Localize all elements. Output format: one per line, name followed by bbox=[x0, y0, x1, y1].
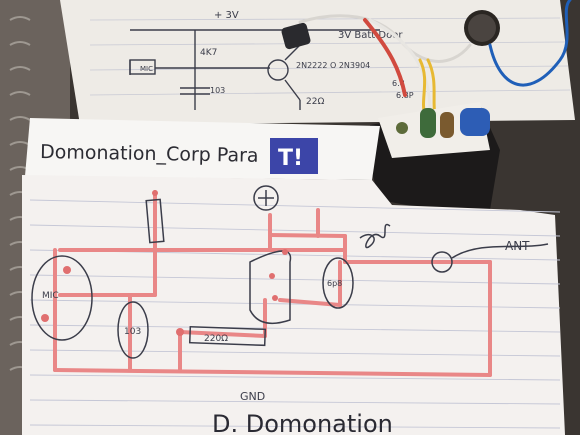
resistor-vertical-outline bbox=[145, 198, 165, 244]
signature: D. Domonation bbox=[212, 410, 393, 435]
top-sketch-circuit bbox=[129, 29, 380, 110]
green-component bbox=[420, 108, 436, 138]
small-component bbox=[396, 122, 408, 134]
cap-right-outline bbox=[322, 257, 354, 309]
capacitor-outline bbox=[117, 301, 149, 359]
antenna-label: ANT bbox=[505, 239, 530, 253]
banner-logo-letters: T! bbox=[278, 146, 303, 171]
cap-label: 103 bbox=[124, 327, 141, 337]
ground-label: GND bbox=[240, 390, 265, 403]
top-mic-label: MIC bbox=[140, 65, 153, 73]
mic-label: MIC bbox=[42, 291, 59, 301]
speaker-symbol bbox=[253, 185, 279, 211]
speaker-disc-inner bbox=[468, 14, 496, 42]
speaker-label: 3V Batt Door bbox=[338, 30, 403, 41]
antenna-node bbox=[431, 251, 453, 273]
supply-label: + 3V bbox=[214, 10, 239, 21]
transistor-outline bbox=[249, 250, 292, 325]
brown-component bbox=[440, 112, 454, 138]
electrolytic-capacitor bbox=[281, 22, 311, 50]
schematic-components bbox=[31, 185, 549, 359]
mic-outline bbox=[31, 255, 93, 341]
antenna-line bbox=[451, 243, 549, 259]
resistor-220-outline bbox=[188, 325, 267, 347]
resistor-label: 220Ω bbox=[204, 334, 228, 344]
top-cap-2-label: 6.8 bbox=[392, 79, 405, 88]
blue-coil-component bbox=[460, 108, 490, 136]
top-cap-label: 103 bbox=[210, 86, 225, 95]
bottom-paper-sheet bbox=[22, 175, 565, 435]
resistor-1-label: 4K7 bbox=[200, 48, 217, 58]
resistor-2-label: 22Ω bbox=[306, 97, 324, 107]
solder-points bbox=[41, 190, 288, 336]
banner-logo bbox=[270, 138, 318, 174]
transistor-part-label: 2N2222 O 2N3904 bbox=[296, 61, 370, 70]
banner-title: Domonation_Corp Para bbox=[40, 141, 259, 167]
cap-right-label: 6p8 bbox=[327, 279, 342, 288]
red-traces bbox=[53, 190, 492, 377]
coil-symbol bbox=[359, 223, 391, 249]
